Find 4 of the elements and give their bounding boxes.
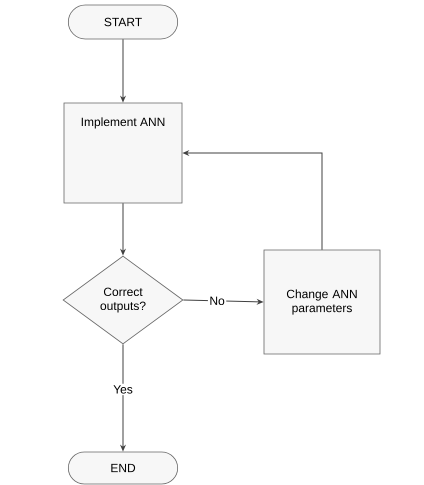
- process-box: Implement ANN: [64, 102, 182, 204]
- process-box: Change ANN parameters: [264, 250, 380, 354]
- edge-label: No: [208, 295, 226, 307]
- edge-label: Yes: [112, 384, 134, 396]
